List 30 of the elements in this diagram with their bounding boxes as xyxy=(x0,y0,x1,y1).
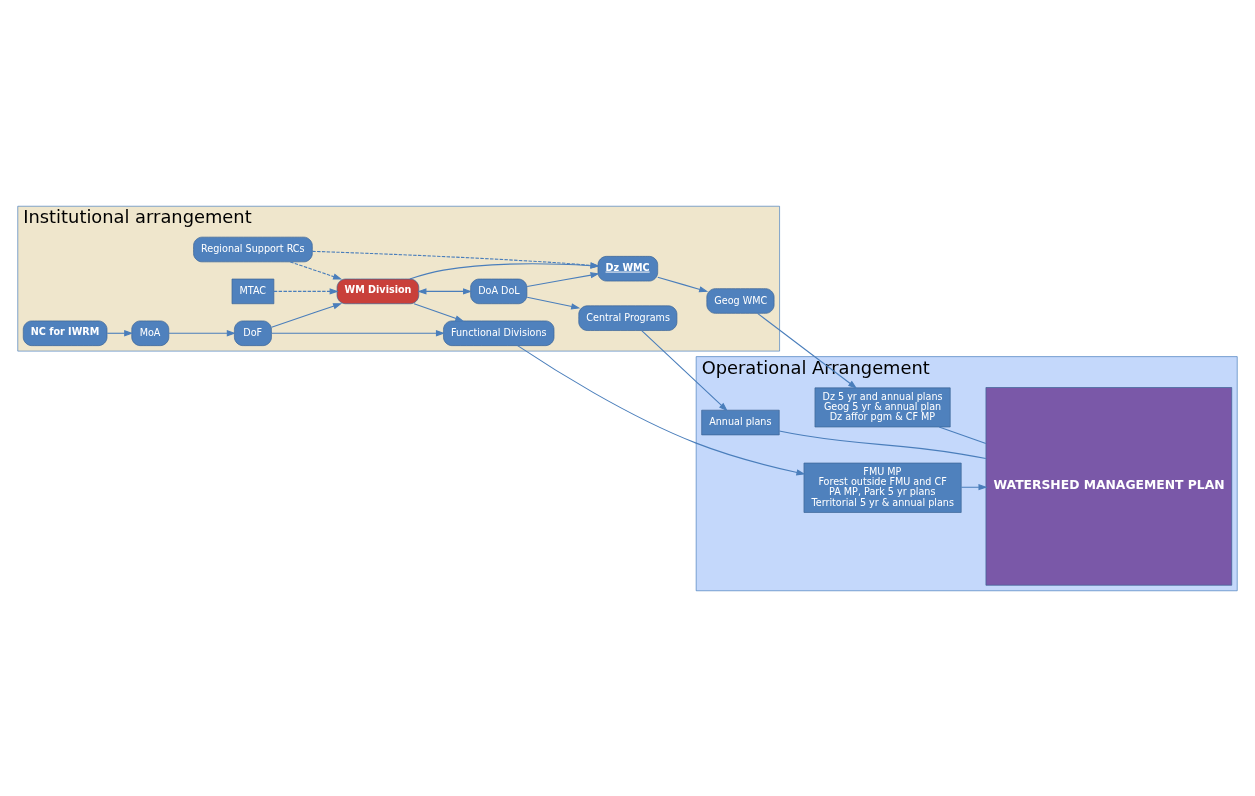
node-box: MTAC xyxy=(231,278,275,304)
node-box: WM Division xyxy=(336,278,420,304)
arrow xyxy=(413,302,465,321)
arrow xyxy=(526,296,581,310)
arrow xyxy=(271,329,445,336)
connector xyxy=(778,429,987,459)
arrow xyxy=(517,344,806,475)
arrow xyxy=(289,260,343,280)
arrow xyxy=(526,271,600,287)
connector xyxy=(938,426,987,444)
arrow xyxy=(271,302,343,328)
arrow xyxy=(657,276,709,292)
node-box: NC for IWRM xyxy=(22,320,108,346)
node-box: Annual plans xyxy=(701,409,780,435)
node-box: DoA DoL xyxy=(470,278,528,304)
node-box: FMU MP Forest outside FMU and CF PA MP, Park 5 yr plans Territorial 5 yr & annual plans xyxy=(803,462,962,513)
arrow xyxy=(168,329,236,336)
arrow xyxy=(273,287,339,295)
arrow xyxy=(641,329,728,411)
node-box: WATERSHED MANAGEMENT PLAN xyxy=(985,386,1233,586)
node-box: Functional Divisions xyxy=(443,320,555,346)
arrow xyxy=(417,287,473,295)
arrow xyxy=(757,312,858,389)
node-box: DoF xyxy=(234,320,272,346)
node-box: Dz 5 yr and annual plans Geog 5 yr & annual plan Dz affor pgm & CF MP xyxy=(814,387,951,427)
node-box: Regional Support RCs xyxy=(193,236,313,262)
node-box: Dz WMC xyxy=(597,255,659,281)
node-box: Geog WMC xyxy=(706,287,775,314)
node-box: MoA xyxy=(131,320,170,346)
node-box: Central Programs xyxy=(578,304,678,331)
